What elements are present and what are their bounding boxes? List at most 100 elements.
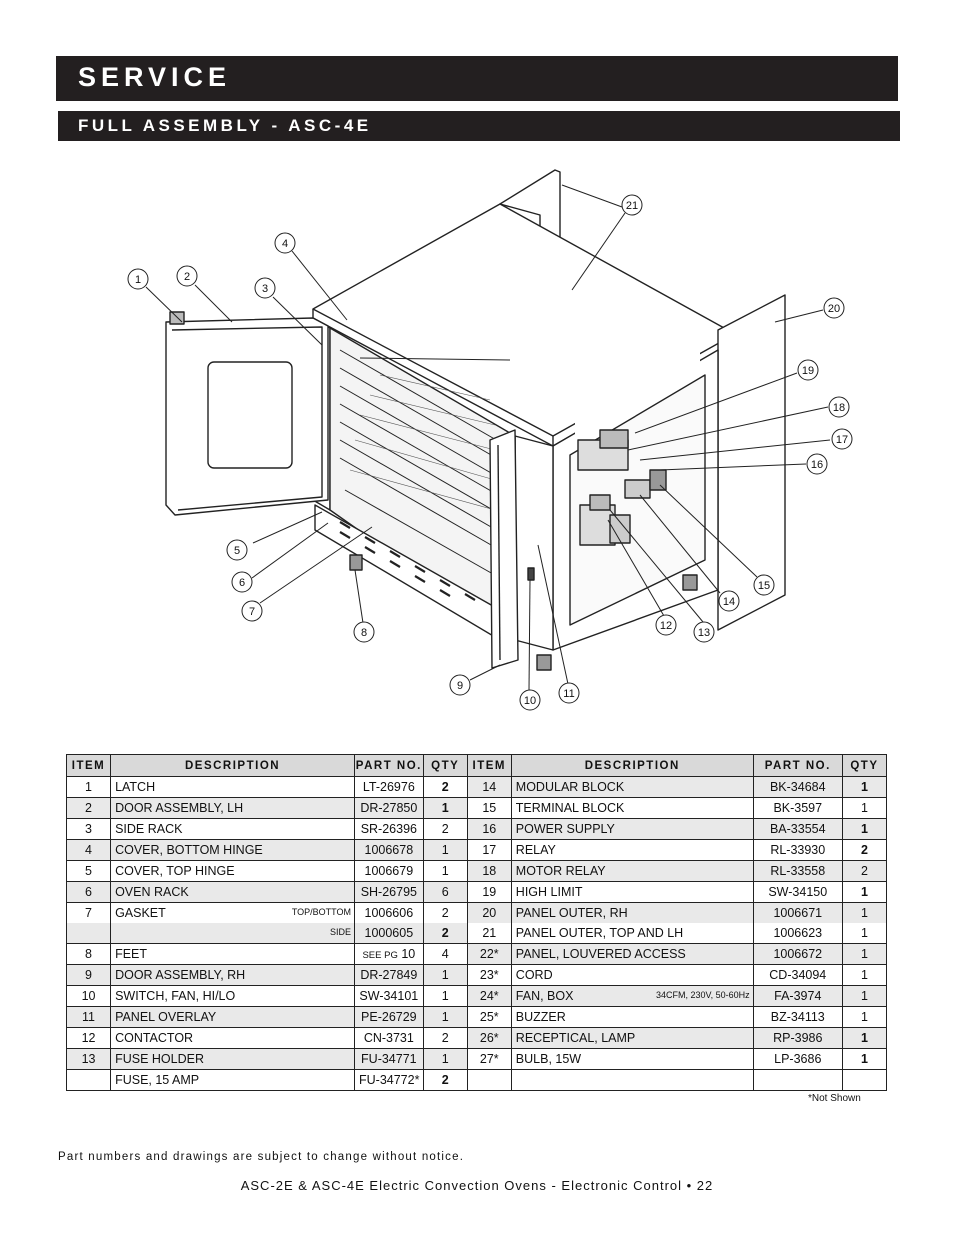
quantity-text: 2 [441, 822, 449, 836]
item-description: PANEL OVERLAY [110, 1006, 355, 1028]
item-description: DOOR ASSEMBLY, RH [110, 964, 355, 986]
item-number-text: 20 [482, 906, 497, 920]
item-description: SIDE [110, 923, 355, 944]
item-description-text: FUSE, 15 AMP [115, 1073, 200, 1087]
item-description-text: POWER SUPPLY [515, 822, 615, 836]
callout-labels: 1 2 3 4 5 6 7 8 9 10 11 12 13 14 15 16 1… [135, 200, 848, 707]
item-number-text: 18 [482, 864, 497, 878]
quantity-text: 1 [860, 968, 868, 982]
item-number: 14 [466, 776, 512, 798]
quantity-text: 1 [441, 843, 449, 857]
item-description: LATCH [110, 776, 355, 798]
item-number-text: 22* [479, 947, 499, 961]
callout-17: 17 [836, 434, 848, 446]
callout-3: 3 [262, 283, 268, 295]
quantity: 1 [422, 985, 468, 1007]
callout-12: 12 [660, 620, 672, 632]
part-number-text: 1006671 [773, 906, 823, 920]
item-number: 23* [466, 964, 512, 986]
item-description-text: PANEL OVERLAY [115, 1010, 217, 1024]
callout-9: 9 [457, 680, 463, 692]
quantity-text: 1 [860, 822, 868, 836]
quantity: 1 [841, 881, 888, 903]
callout-6: 6 [239, 577, 245, 589]
item-number: 8 [65, 943, 112, 965]
item-number: 4 [65, 839, 112, 861]
item-number-text: 24* [479, 989, 499, 1003]
quantity-text: 2 [441, 906, 449, 920]
item-description: MODULAR BLOCK [510, 776, 754, 798]
item-spec-note: SIDE [329, 927, 351, 937]
item-description-text: DOOR ASSEMBLY, LH [115, 801, 244, 815]
item-number-text: 25* [479, 1010, 499, 1024]
callout-14: 14 [723, 596, 735, 608]
item-description: SWITCH, FAN, HI/LO [110, 985, 355, 1007]
item-description: COVER, BOTTOM HINGE [110, 839, 355, 861]
callout-20: 20 [828, 303, 840, 315]
part-number: BA-33554 [752, 818, 843, 840]
part-number-text: PE-26729 [361, 1010, 417, 1024]
item-description: PANEL, LOUVERED ACCESS [510, 943, 754, 965]
item-number: 24* [466, 985, 512, 1007]
part-number: DR-27850 [354, 797, 424, 819]
quantity-text: 1 [860, 885, 868, 899]
item-description-text: TERMINAL BLOCK [515, 801, 625, 815]
part-number-text: BZ-34113 [770, 1010, 825, 1024]
item-description-text: PANEL OUTER, RH [515, 906, 628, 920]
part-number-text: BK-34684 [769, 780, 826, 794]
quantity: 1 [841, 964, 888, 986]
item-number [65, 1069, 112, 1091]
quantity: 2 [422, 776, 468, 798]
item-number-text: 8 [85, 947, 92, 961]
quantity-text: 2 [860, 843, 868, 857]
item-description-text: RECEPTICAL, LAMP [515, 1031, 636, 1045]
quantity: 1 [422, 1048, 468, 1070]
quantity: 1 [422, 839, 468, 861]
quantity-text: 1 [860, 1052, 868, 1066]
quantity: 2 [422, 902, 468, 923]
item-number-text: 19 [482, 885, 497, 899]
item-description-text: PANEL, LOUVERED ACCESS [515, 947, 686, 961]
table-header-row: ITEM DESCRIPTION PART NO. QTY ITEM DESCR… [65, 754, 888, 777]
part-number: DR-27849 [354, 964, 424, 986]
item-description-text: RELAY [515, 843, 556, 857]
item-description: CORD [510, 964, 754, 986]
part-number-text: BA-33554 [769, 822, 826, 836]
item-description-text: LATCH [115, 780, 156, 794]
part-number-text: CN-3731 [363, 1031, 414, 1045]
quantity: 1 [841, 943, 888, 965]
callout-2: 2 [184, 271, 190, 283]
part-number: 1006671 [752, 902, 843, 923]
item-number: 20 [466, 902, 512, 923]
quantity: 2 [422, 818, 468, 840]
quantity-text: 1 [860, 926, 868, 940]
part-number: 1006672 [752, 943, 843, 965]
item-description: FEET [110, 943, 355, 965]
item-number: 15 [466, 797, 512, 819]
quantity: 1 [422, 797, 468, 819]
item-description-text: HIGH LIMIT [515, 885, 583, 899]
callout-15: 15 [758, 580, 770, 592]
item-number: 12 [65, 1027, 112, 1049]
quantity-text: 1 [441, 968, 449, 982]
quantity-text: 4 [441, 947, 449, 961]
quantity-text: 1 [441, 864, 449, 878]
item-description-text: FUSE HOLDER [115, 1052, 204, 1066]
item-number-text: 23* [479, 968, 499, 982]
item-number: 19 [466, 881, 512, 903]
quantity: 4 [422, 943, 468, 965]
callout-21: 21 [626, 200, 638, 212]
part-number [752, 1069, 843, 1091]
item-spec-note: 34CFM, 230V, 50-60Hz [655, 990, 750, 1000]
part-number: FU-34771 [354, 1048, 424, 1070]
item-description-text: DOOR ASSEMBLY, RH [115, 968, 246, 982]
part-number: 1000605 [354, 923, 424, 944]
quantity: 1 [841, 1027, 888, 1049]
quantity-text: 1 [860, 1010, 868, 1024]
item-number: 3 [65, 818, 112, 840]
